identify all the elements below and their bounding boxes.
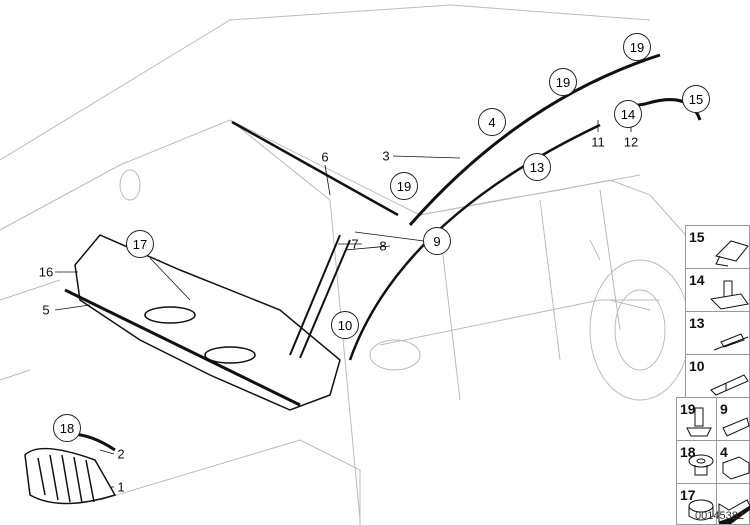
label-8: 8 — [379, 238, 387, 254]
label-1: 1 — [117, 479, 125, 495]
clip-icon — [713, 333, 749, 351]
callout-19: 19 — [549, 68, 577, 96]
label-11: 11 — [591, 134, 605, 150]
part-3-4-roof-molding — [408, 53, 661, 226]
car-outline — [0, 4, 691, 525]
callout-18: 18 — [53, 414, 81, 442]
label-12: 12 — [623, 134, 639, 150]
legend-cell-17: 17 — [676, 483, 717, 525]
part-1-grille — [24, 447, 117, 505]
cap-nut-icon — [688, 499, 714, 521]
legend-cell-10: 10 — [685, 354, 750, 398]
part-6-windshield-strip — [231, 120, 399, 217]
clip-with-stud-icon — [709, 280, 749, 310]
callout-13: 13 — [523, 153, 551, 181]
direction-arrow-cell — [716, 483, 750, 525]
callout-17: 17 — [126, 230, 154, 258]
document-number: 00145382 — [695, 510, 744, 522]
legend-cell-18: 18 — [676, 440, 717, 484]
callout-19: 19 — [623, 33, 651, 61]
parts — [24, 53, 702, 505]
clip-icon — [722, 417, 750, 437]
grommet-icon — [688, 454, 714, 476]
label-16: 16 — [38, 264, 54, 280]
label-6: 6 — [321, 149, 329, 165]
label-5: 5 — [42, 302, 50, 318]
clip-icon — [710, 374, 749, 396]
callout-10: 10 — [331, 311, 359, 339]
callout-15: 15 — [682, 85, 710, 113]
legend-cell-13: 13 — [685, 311, 750, 355]
clip-icon — [715, 240, 749, 267]
callout-4: 4 — [478, 108, 506, 136]
label-2: 2 — [117, 446, 125, 462]
clip-icon — [722, 456, 750, 480]
legend-cell-15: 15 — [685, 225, 750, 269]
label-3: 3 — [382, 148, 390, 164]
label-7: 7 — [351, 236, 359, 252]
legend-cell-4: 4 — [716, 440, 750, 484]
callout-9: 9 — [423, 227, 451, 255]
legend-cell-19: 19 — [676, 397, 717, 441]
arrow-icon — [718, 499, 750, 524]
legend-cell-14: 14 — [685, 268, 750, 312]
push-pin-icon — [686, 407, 712, 437]
callout-14: 14 — [614, 100, 642, 128]
part-15-molding — [619, 98, 702, 121]
part-7-8-pillar-strip — [289, 234, 351, 359]
legend-cell-9: 9 — [716, 397, 750, 441]
part-16-cowl-panel — [74, 234, 341, 411]
callout-19: 19 — [390, 172, 418, 200]
leader-lines — [54, 115, 632, 488]
part-5-seal — [64, 288, 301, 407]
